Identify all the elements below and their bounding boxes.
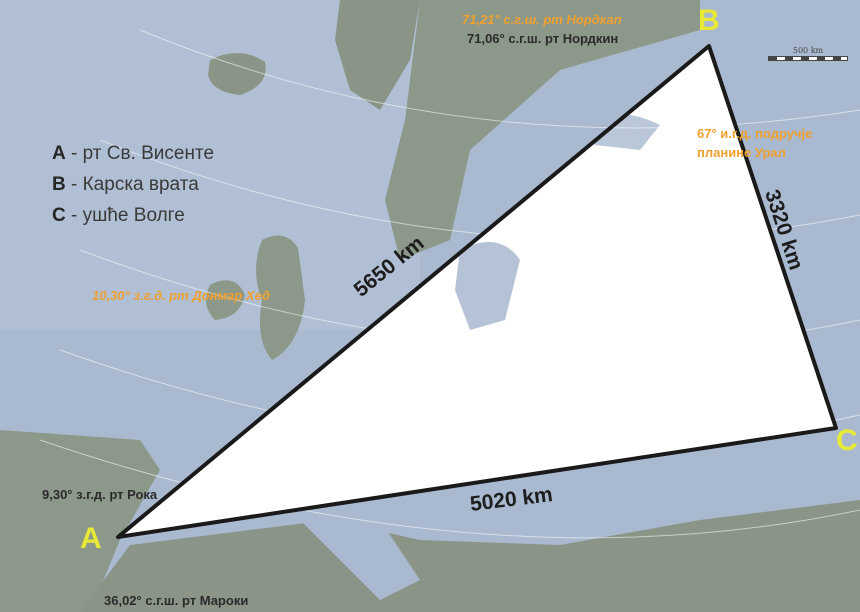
scale-bar: 500 km bbox=[768, 46, 848, 61]
baltic-sea bbox=[455, 242, 520, 330]
legend-item-b: B - Карска врата bbox=[52, 169, 214, 200]
parallel-line bbox=[139, 29, 860, 129]
mediterranean-sea bbox=[300, 510, 420, 600]
maroki-label: 36,02° с.г.ш. рт Мароки bbox=[104, 593, 249, 608]
legend-letter: B bbox=[52, 174, 66, 195]
great-britain-shape bbox=[256, 235, 305, 360]
legend-item-a: A - рт Св. Висенте bbox=[52, 138, 214, 169]
legend-letter: A bbox=[52, 143, 66, 164]
point-b-label: B bbox=[698, 4, 720, 37]
donmar-head-label: 10,30° з.г.д. рт Донмар Хед bbox=[92, 288, 271, 303]
scale-label: 500 km bbox=[792, 46, 824, 55]
white-sea bbox=[580, 113, 660, 150]
legend-item-c: C - ушће Волге bbox=[52, 200, 214, 231]
iceland-shape bbox=[208, 52, 266, 95]
scandinavia-land bbox=[385, 0, 700, 260]
nordkap-label: 71,21° с.г.ш. рт Нордкап bbox=[462, 12, 622, 27]
ireland-shape bbox=[206, 280, 245, 320]
west-land bbox=[0, 430, 160, 612]
legend-letter: C bbox=[52, 205, 66, 226]
point-a-label: A bbox=[80, 522, 102, 555]
legend-text: - Карска врата bbox=[65, 174, 199, 195]
nordkin-label: 71,06° с.г.ш. рт Нордкин bbox=[467, 31, 619, 46]
parallel-line bbox=[59, 349, 860, 447]
roka-label: 9,30° з.г.д. рт Рока bbox=[42, 487, 158, 502]
parallel-line bbox=[39, 439, 860, 539]
point-c-label: C bbox=[836, 424, 858, 457]
parallel-line bbox=[79, 249, 860, 349]
south-land bbox=[80, 500, 860, 612]
greenland-shape bbox=[335, 0, 420, 110]
black-sea bbox=[620, 457, 760, 516]
legend: A - рт Св. Висенте B - Карска врата C - … bbox=[52, 138, 214, 231]
legend-text: - ушће Волге bbox=[65, 205, 185, 226]
ural-label: 67° и.г.д. подручје планине Урал bbox=[697, 126, 813, 160]
legend-text: - рт Св. Висенте bbox=[65, 143, 215, 164]
triangle-route bbox=[116, 44, 838, 539]
scale-bar-graphic bbox=[768, 56, 848, 61]
